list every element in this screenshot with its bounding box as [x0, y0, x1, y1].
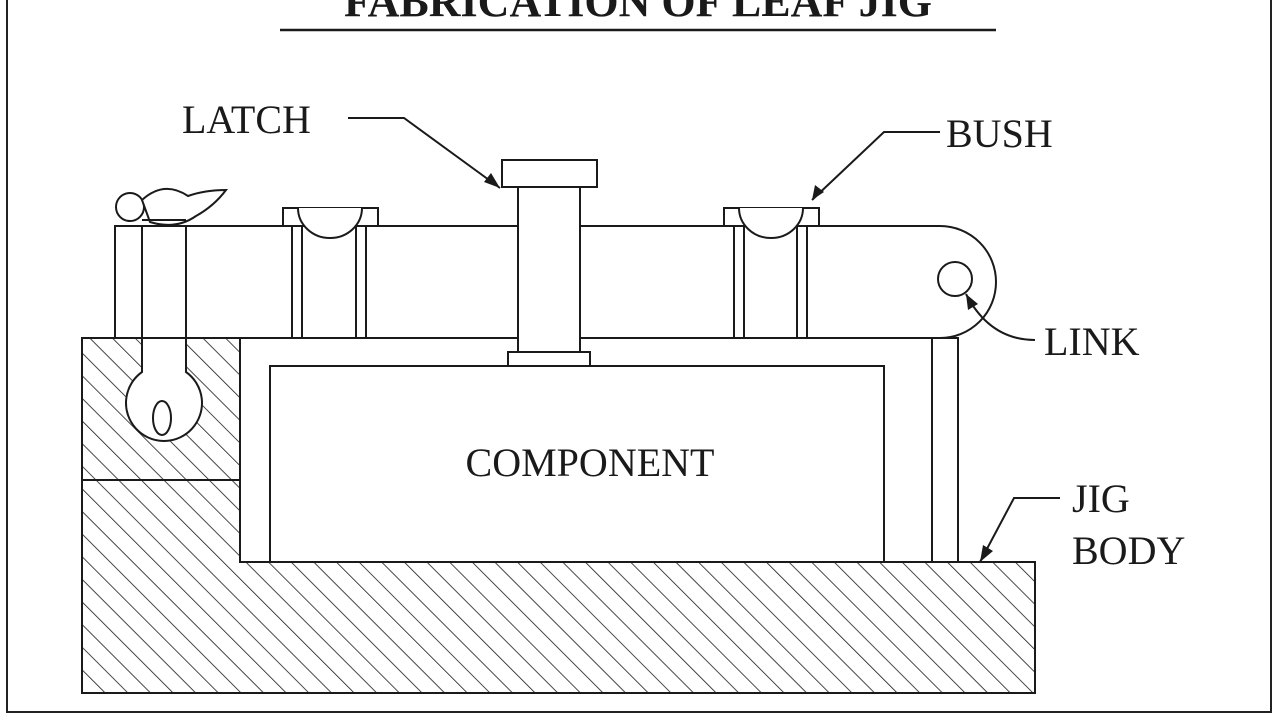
- bush-right: [723, 207, 820, 338]
- latch-leader: [348, 117, 501, 189]
- support-post: [931, 337, 959, 563]
- latch-label: LATCH: [182, 97, 311, 142]
- bush-label: BUSH: [946, 111, 1053, 156]
- eye-bolt: [115, 188, 229, 372]
- component-label: COMPONENT: [466, 440, 715, 485]
- jig-body-leader: [979, 497, 1060, 563]
- leader-arrowheads: [484, 173, 993, 562]
- component-block: [269, 365, 885, 563]
- jig-body-label-line1: JIG: [1072, 476, 1130, 521]
- eye-bolt-slot: [125, 337, 203, 442]
- latch-pin: [501, 159, 598, 367]
- bush-left: [282, 207, 379, 338]
- jig-body-label-line2: BODY: [1072, 528, 1185, 573]
- bush-leader: [811, 131, 940, 201]
- drawing-frame: [6, 0, 1272, 713]
- link-label: LINK: [1044, 319, 1140, 364]
- link-pivot-hole: [937, 261, 973, 297]
- diagram-title: FABRICATION OF LEAF JIG: [344, 0, 932, 26]
- eye-bolt-hole: [152, 400, 172, 436]
